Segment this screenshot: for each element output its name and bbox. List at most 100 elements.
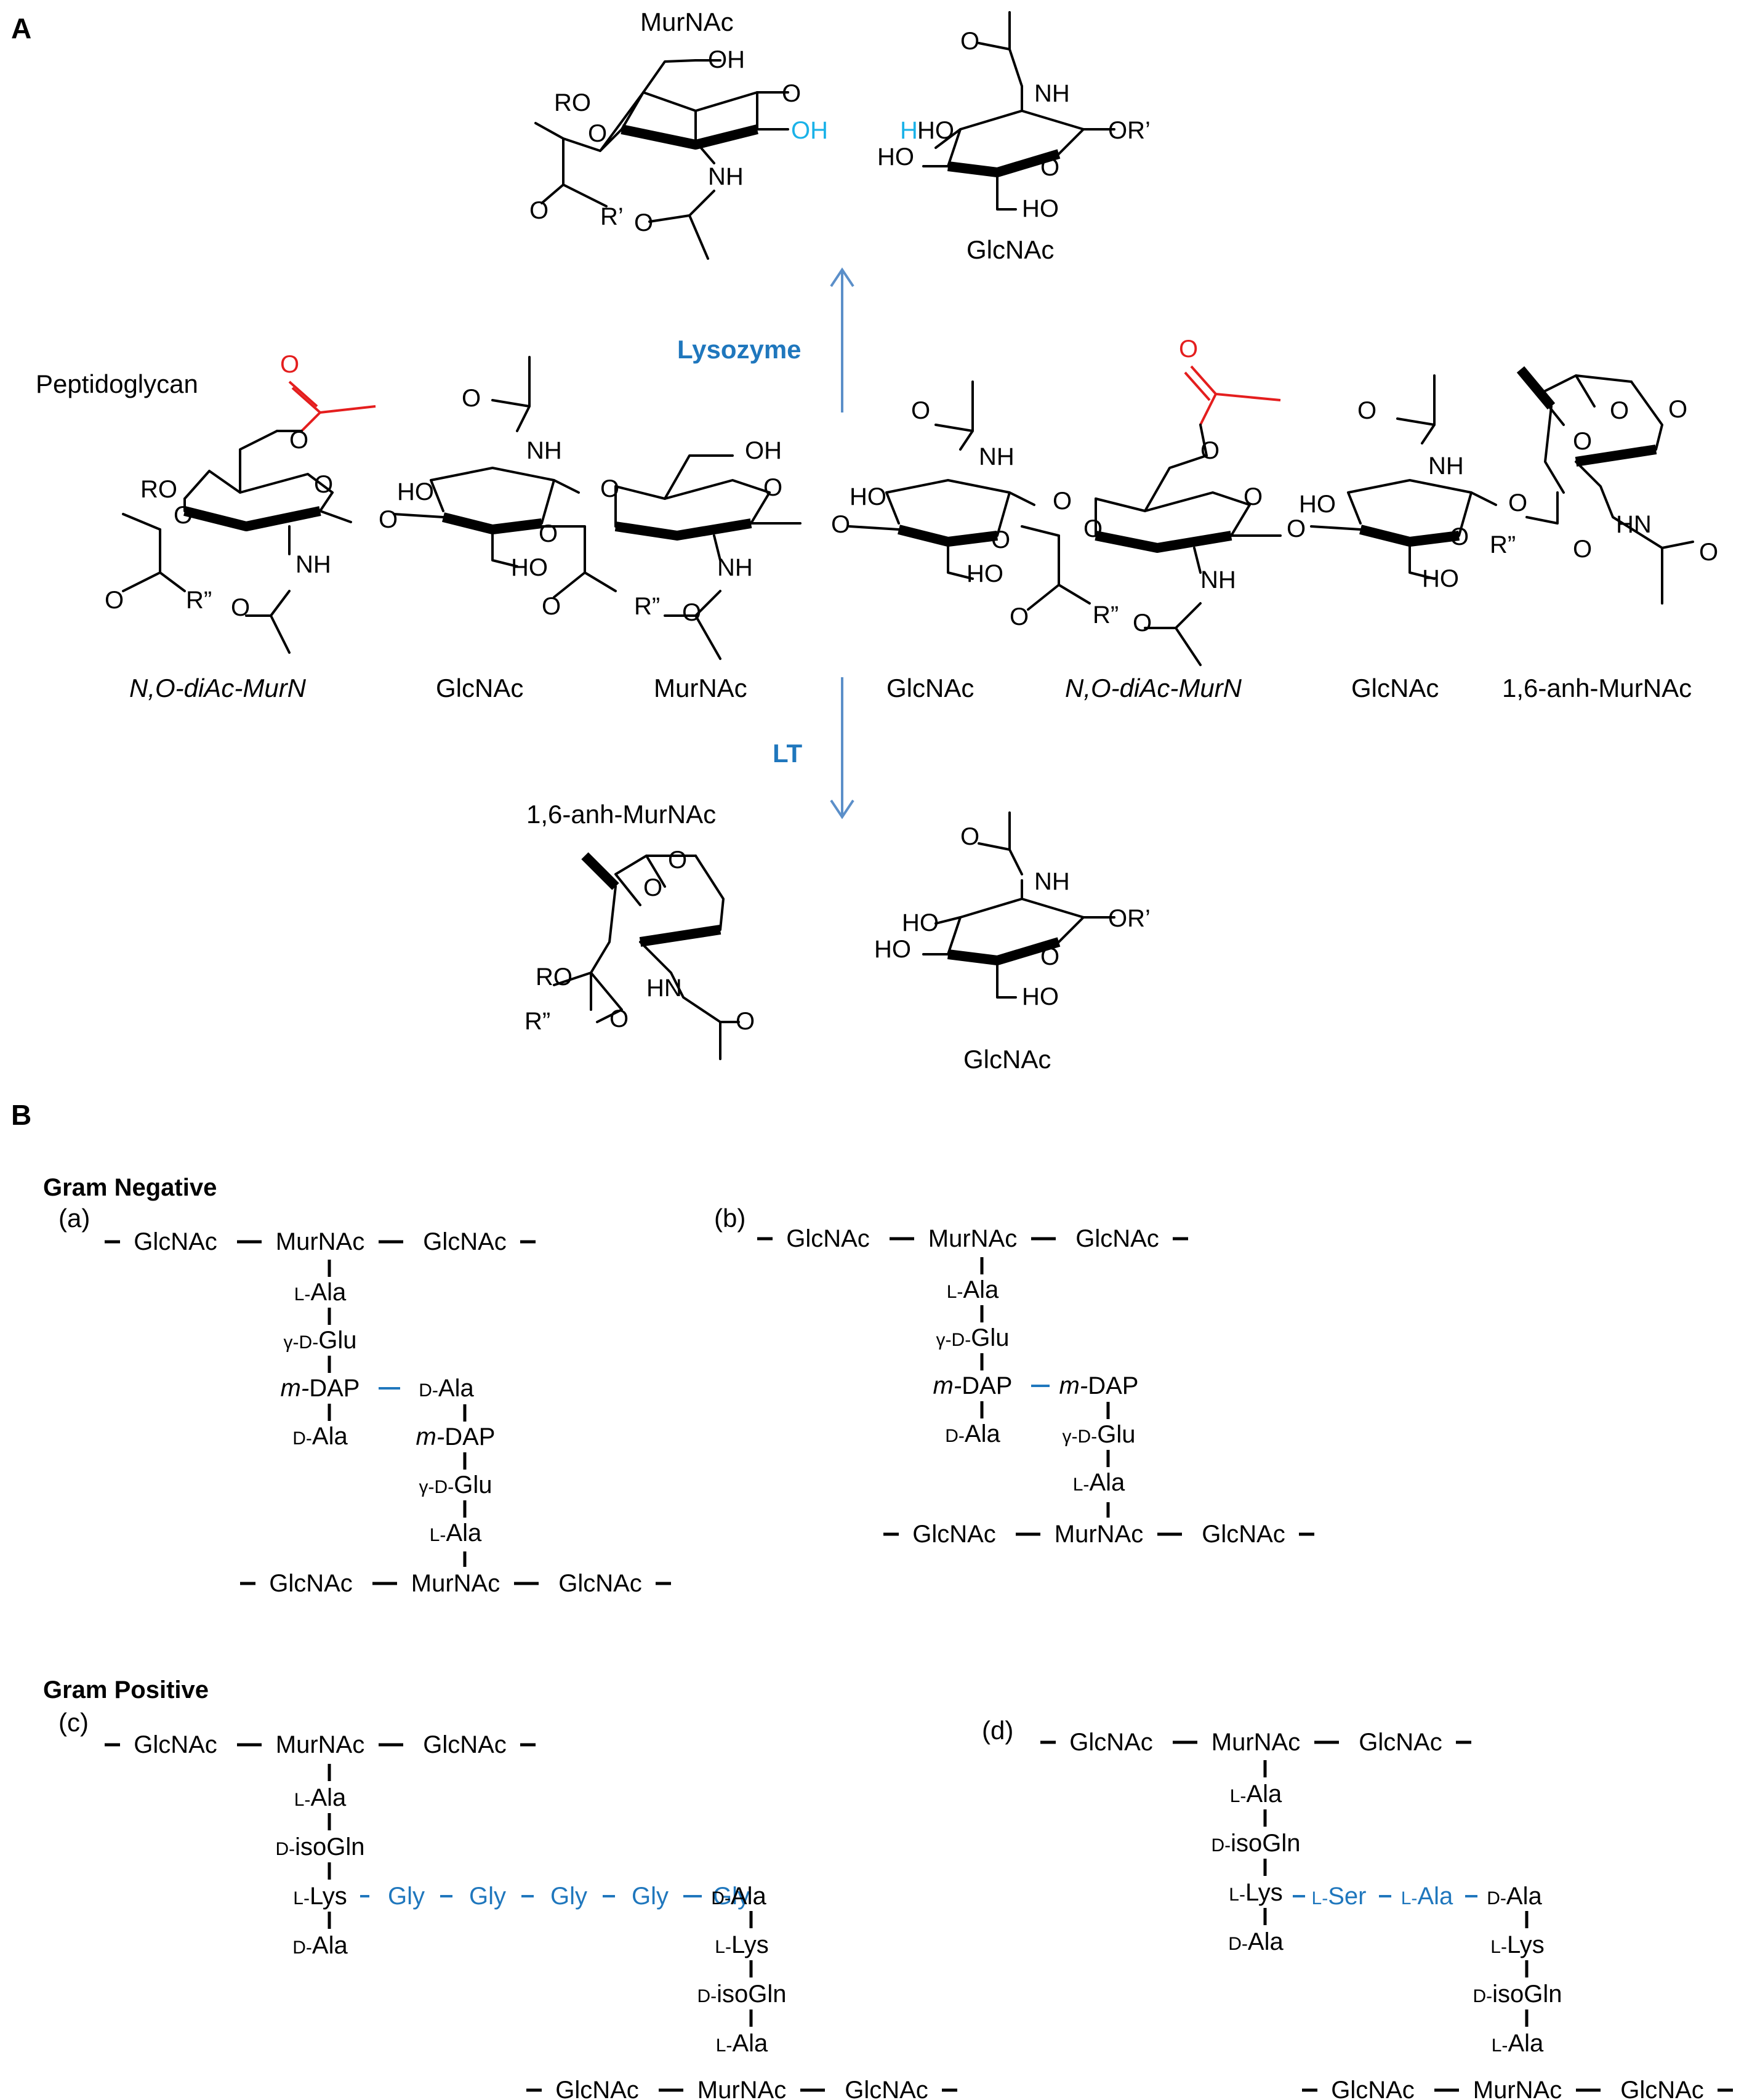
atom-ho: HO bbox=[397, 478, 434, 505]
c-bridge-gly: Gly bbox=[550, 1883, 587, 1910]
glcnac-top-title: GlcNAc bbox=[966, 235, 1054, 264]
sub-label-b: (b) bbox=[714, 1204, 745, 1233]
murnac-top-title: MurNAc bbox=[640, 7, 734, 36]
lysozyme-label: Lysozyme bbox=[677, 335, 802, 364]
c-bottom-murnac: MurNAc bbox=[697, 2077, 786, 2100]
glcnac-bottom-structure bbox=[922, 811, 1115, 999]
atom-oh: OH bbox=[708, 46, 745, 73]
b-bottom-stem-residue: γ-D-Glu bbox=[1063, 1421, 1136, 1448]
atom-o: O bbox=[314, 471, 333, 498]
atom-ho: HO bbox=[877, 143, 914, 171]
b-bottom-glcnac-right: GlcNAc bbox=[1202, 1521, 1285, 1548]
atom-nh: NH bbox=[295, 551, 331, 578]
atom-nh: NH bbox=[717, 554, 753, 581]
c-top-murnac: MurNAc bbox=[276, 1731, 364, 1758]
atom-oh: OH bbox=[745, 437, 782, 464]
c-bottom-dala: D-Ala bbox=[711, 1883, 766, 1910]
b-top-glcnac-left: GlcNAc bbox=[786, 1225, 870, 1252]
atom-o: O bbox=[105, 587, 124, 614]
a-top-glcnac-left: GlcNAc bbox=[134, 1228, 217, 1255]
a-top-stem-residue: L-Ala bbox=[294, 1279, 347, 1306]
atom-ho: HO bbox=[874, 936, 911, 963]
atom-o: O bbox=[782, 80, 801, 107]
c-bottom-glcnac-right: GlcNAc bbox=[845, 2077, 928, 2100]
atom-o: O bbox=[1573, 536, 1592, 563]
atom-o: O bbox=[763, 474, 782, 501]
atom-o: O bbox=[1610, 397, 1629, 424]
d-bottom-stem-residue: L-Ala bbox=[1492, 2030, 1544, 2057]
atom-or1: OR’ bbox=[1108, 905, 1151, 932]
atom-o: O bbox=[643, 874, 662, 901]
gram-negative-heading: Gram Negative bbox=[43, 1174, 217, 1201]
chain-name-5: N,O-diAc-MurN bbox=[1065, 674, 1242, 702]
d-top-glcnac-right: GlcNAc bbox=[1359, 1729, 1442, 1756]
sub-label-d: (d) bbox=[982, 1716, 1013, 1745]
atom-o: O bbox=[1699, 539, 1718, 566]
gram-positive-heading: Gram Positive bbox=[43, 1676, 209, 1704]
chain-name-4: GlcNAc bbox=[886, 674, 974, 702]
atom-r2: R” bbox=[634, 593, 660, 620]
c-top-stem-residue: L-Lys bbox=[293, 1883, 347, 1910]
a-bottom-stem-residue: m-DAP bbox=[416, 1423, 496, 1450]
lt-arrowhead bbox=[830, 799, 854, 819]
atom-nh: NH bbox=[1034, 80, 1070, 107]
c-bottom-stem-residue: D-isoGln bbox=[697, 1981, 786, 2008]
b-top-stem-residue: D-Ala bbox=[945, 1420, 1000, 1447]
d-bottom-stem-residue: L-Lys bbox=[1490, 1931, 1544, 1958]
atom-o: O bbox=[1010, 603, 1029, 630]
atom-o: O bbox=[1200, 437, 1220, 464]
atom-nh: NH bbox=[708, 163, 744, 190]
d-bottom-glcnac-right: GlcNAc bbox=[1620, 2077, 1704, 2100]
a-bottom-dala: D-Ala bbox=[419, 1375, 474, 1402]
d-bridge-ser: L-Ser bbox=[1312, 1883, 1367, 1910]
c-bottom-stem-residue: L-Ala bbox=[716, 2030, 768, 2057]
atom-o: O bbox=[1083, 515, 1103, 542]
atom-o: O bbox=[1287, 515, 1306, 542]
a-bottom-glcnac-left: GlcNAc bbox=[269, 1570, 353, 1597]
atom-o: O bbox=[991, 526, 1010, 553]
d-top-stem-residue: D-isoGln bbox=[1211, 1830, 1300, 1857]
sub-label-a: (a) bbox=[58, 1204, 90, 1233]
sub-label-c: (c) bbox=[58, 1708, 89, 1737]
panel-a-label: A bbox=[11, 12, 31, 44]
atom-o: O bbox=[831, 511, 850, 538]
d-bottom-glcnac-left: GlcNAc bbox=[1331, 2077, 1415, 2100]
c-bridge-gly: Gly bbox=[388, 1883, 425, 1910]
c-top-stem-residue: D-isoGln bbox=[275, 1833, 364, 1861]
atom-r2: R” bbox=[1093, 601, 1119, 629]
a-top-stem-residue: γ-D-Glu bbox=[284, 1327, 357, 1354]
atom-o: O bbox=[1053, 488, 1072, 515]
d-top-stem-residue: L-Ala bbox=[1230, 1780, 1282, 1808]
atom-ho: HO bbox=[966, 560, 1003, 587]
atom-r1: R’ bbox=[600, 203, 624, 230]
b-top-stem-residue: γ-D-Glu bbox=[936, 1324, 1010, 1351]
atom-hn: HN bbox=[646, 975, 682, 1002]
atom-r2: R” bbox=[186, 587, 212, 614]
atom-o: O bbox=[231, 594, 250, 621]
atom-o: O bbox=[1040, 943, 1059, 970]
atom-ro: RO bbox=[536, 964, 573, 991]
c-top-stem-residue: D-Ala bbox=[292, 1932, 348, 1959]
atom-h-cyan: H bbox=[900, 117, 918, 144]
d-top-stem-residue: L-Lys bbox=[1229, 1879, 1282, 1906]
atom-o-red: O bbox=[280, 351, 299, 378]
chain-name-7: 1,6-anh-MurNAc bbox=[1502, 674, 1692, 702]
c-bottom-stem-residue: L-Lys bbox=[715, 1931, 768, 1958]
atom-nh: NH bbox=[979, 443, 1015, 470]
atom-o: O bbox=[1040, 154, 1059, 181]
atom-ho: HO bbox=[1422, 565, 1459, 592]
atom-ho: HO bbox=[1022, 983, 1059, 1010]
atom-ho: HO bbox=[511, 554, 548, 581]
lt-label: LT bbox=[773, 739, 803, 768]
panel-b-label: B bbox=[11, 1099, 31, 1131]
murnac-product-structure bbox=[534, 59, 789, 260]
a-top-murnac: MurNAc bbox=[276, 1228, 364, 1255]
atom-o: O bbox=[174, 502, 193, 529]
chain-name-2: GlcNAc bbox=[436, 674, 523, 702]
atom-ro: RO bbox=[554, 89, 591, 116]
c-bottom-glcnac-left: GlcNAc bbox=[555, 2077, 639, 2100]
atom-o: O bbox=[668, 847, 687, 874]
atom-o: O bbox=[1244, 483, 1263, 510]
atom-ro: RO bbox=[140, 476, 177, 503]
atom-o: O bbox=[1508, 489, 1527, 517]
